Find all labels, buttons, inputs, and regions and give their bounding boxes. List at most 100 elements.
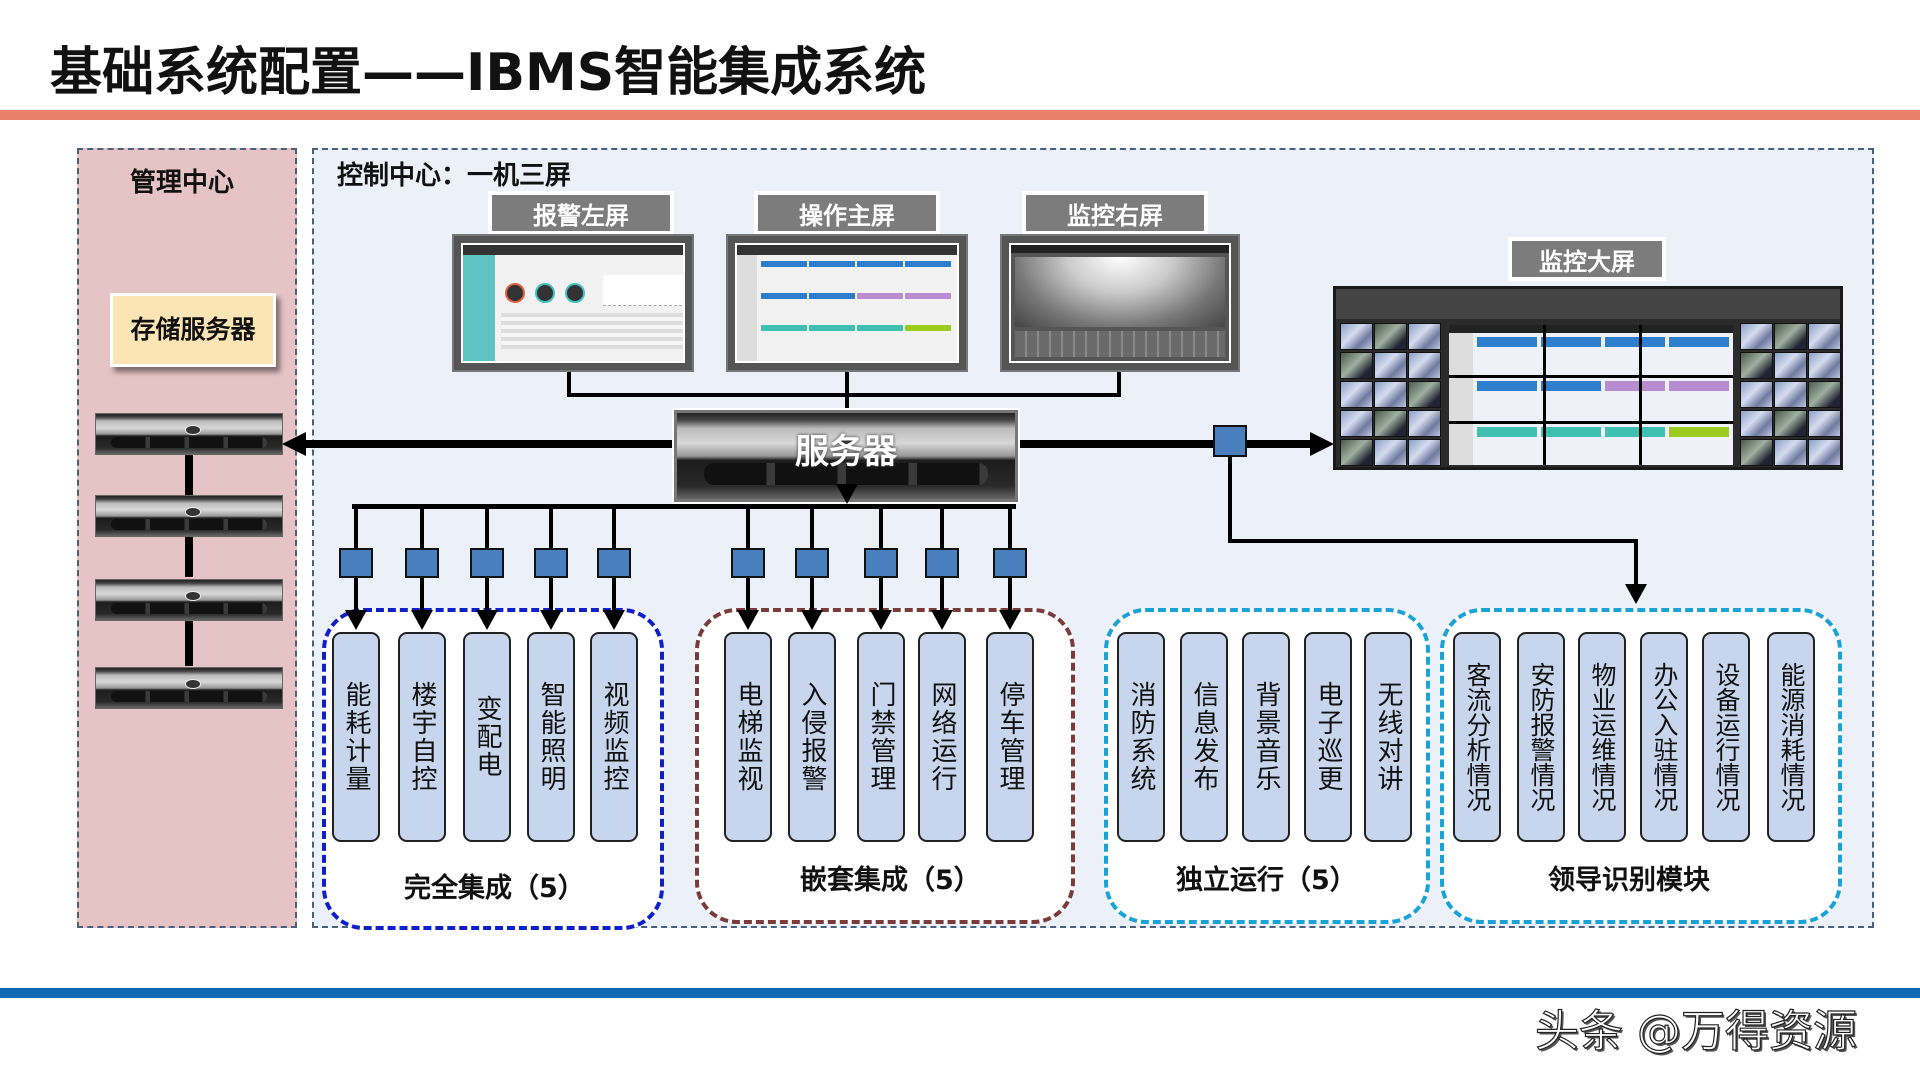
module-arrow-icon <box>345 610 367 630</box>
module-feed-line <box>612 506 616 550</box>
module-0-3: 智能照明 <box>527 632 575 842</box>
switch-node <box>864 548 898 578</box>
camera-thumbnail <box>1408 410 1441 437</box>
camera-thumbnail <box>1340 439 1373 466</box>
alarm-left-monitor <box>452 234 694 372</box>
module-feed-line <box>1008 578 1012 612</box>
server-bus-left <box>300 440 676 448</box>
module-feed-line <box>485 578 489 612</box>
camera-thumbnail <box>1340 410 1373 437</box>
connector <box>567 372 571 396</box>
module-feed-line <box>485 506 489 550</box>
page-title: 基础系统配置——IBMS智能集成系统 <box>50 43 927 103</box>
camera-thumbnail <box>1374 323 1407 350</box>
switch-node <box>534 548 568 578</box>
group-label-nested-integration: 嵌套集成（5） <box>800 865 981 896</box>
server-down-arrow-icon <box>836 484 858 504</box>
module-2-4: 无线对讲 <box>1364 632 1412 842</box>
camera-thumbnail <box>1740 410 1773 437</box>
camera-thumbnail <box>1340 381 1373 408</box>
module-1-0: 电梯监视 <box>724 632 772 842</box>
module-arrow-icon <box>870 610 892 630</box>
camera-thumbnail <box>1808 410 1841 437</box>
storage-link <box>185 621 193 666</box>
camera-thumbnail <box>1774 381 1807 408</box>
module-0-2: 变配电 <box>463 632 511 842</box>
module-3-1: 安防报警情况 <box>1517 632 1565 842</box>
storage-server-label: 存储服务器 <box>110 293 276 367</box>
module-feed-line <box>354 506 358 550</box>
storage-server-1 <box>95 413 283 455</box>
module-feed-line <box>354 578 358 612</box>
module-arrow-icon <box>801 610 823 630</box>
module-1-1: 入侵报警 <box>788 632 836 842</box>
module-2-3: 电子巡更 <box>1304 632 1352 842</box>
module-0-1: 楼宇自控 <box>398 632 446 842</box>
connector <box>1117 372 1121 396</box>
storage-server-3 <box>95 579 283 621</box>
module-arrow-icon <box>737 610 759 630</box>
module-3-4: 设备运行情况 <box>1702 632 1750 842</box>
storage-server-4 <box>95 667 283 709</box>
module-arrow-icon <box>411 610 433 630</box>
connector <box>1228 539 1638 543</box>
module-1-2: 门禁管理 <box>857 632 905 842</box>
storage-link <box>185 537 193 577</box>
operation-main-monitor <box>726 234 968 372</box>
arrow-to-storage-icon <box>282 432 306 456</box>
camera-thumbnail <box>1808 352 1841 379</box>
arrow-to-leadership-icon <box>1625 584 1647 604</box>
camera-thumbnail <box>1808 381 1841 408</box>
module-1-3: 网络运行 <box>918 632 966 842</box>
storage-server-2 <box>95 495 283 537</box>
camera-thumbnail <box>1408 439 1441 466</box>
module-feed-line <box>810 578 814 612</box>
switch-node <box>925 548 959 578</box>
group-label-independent: 独立运行（5） <box>1176 865 1357 896</box>
module-arrow-icon <box>540 610 562 630</box>
camera-thumbnail <box>1774 410 1807 437</box>
operation-dashboard-screenshot <box>735 243 959 363</box>
screen-label-bigscreen: 监控大屏 <box>1508 237 1666 281</box>
camera-thumbnail <box>1774 439 1807 466</box>
camera-thumbnail <box>1740 323 1773 350</box>
switch-node <box>339 548 373 578</box>
switch-node <box>470 548 504 578</box>
title-divider <box>0 110 1920 120</box>
camera-thumbnail <box>1740 352 1773 379</box>
module-feed-line <box>940 578 944 612</box>
arrow-to-bigscreen-icon <box>1310 432 1334 456</box>
module-0-0: 能耗计量 <box>332 632 380 842</box>
switch-node <box>597 548 631 578</box>
surveillance-video-screenshot <box>1009 243 1231 363</box>
camera-thumbnail <box>1374 410 1407 437</box>
camera-thumbnail <box>1374 352 1407 379</box>
module-feed-line <box>420 578 424 612</box>
camera-thumbnail <box>1740 381 1773 408</box>
module-3-2: 物业运维情况 <box>1578 632 1626 842</box>
screen-label-monitor: 监控右屏 <box>1022 191 1208 235</box>
module-arrow-icon <box>931 610 953 630</box>
camera-thumbnail <box>1808 323 1841 350</box>
module-feed-line <box>940 506 944 550</box>
connector <box>1634 539 1638 585</box>
module-0-4: 视频监控 <box>590 632 638 842</box>
module-feed-line <box>549 506 553 550</box>
camera-thumbnail <box>1374 439 1407 466</box>
module-feed-line <box>549 578 553 612</box>
camera-thumbnail <box>1740 439 1773 466</box>
bigscreen-dashboard <box>1449 325 1733 465</box>
module-feed-line <box>879 506 883 550</box>
camera-thumbnail <box>1408 381 1441 408</box>
watermark: 头条 @万得资源 <box>1534 1005 1857 1057</box>
camera-thumbnail <box>1340 352 1373 379</box>
module-feed-line <box>810 506 814 550</box>
camera-thumbnail <box>1774 323 1807 350</box>
module-arrow-icon <box>999 610 1021 630</box>
switch-node-bigscreen <box>1213 425 1247 457</box>
module-2-2: 背景音乐 <box>1242 632 1290 842</box>
module-3-0: 客流分析情况 <box>1453 632 1501 842</box>
module-feed-line <box>746 578 750 612</box>
switch-node <box>731 548 765 578</box>
management-center-title: 管理中心 <box>130 168 235 198</box>
